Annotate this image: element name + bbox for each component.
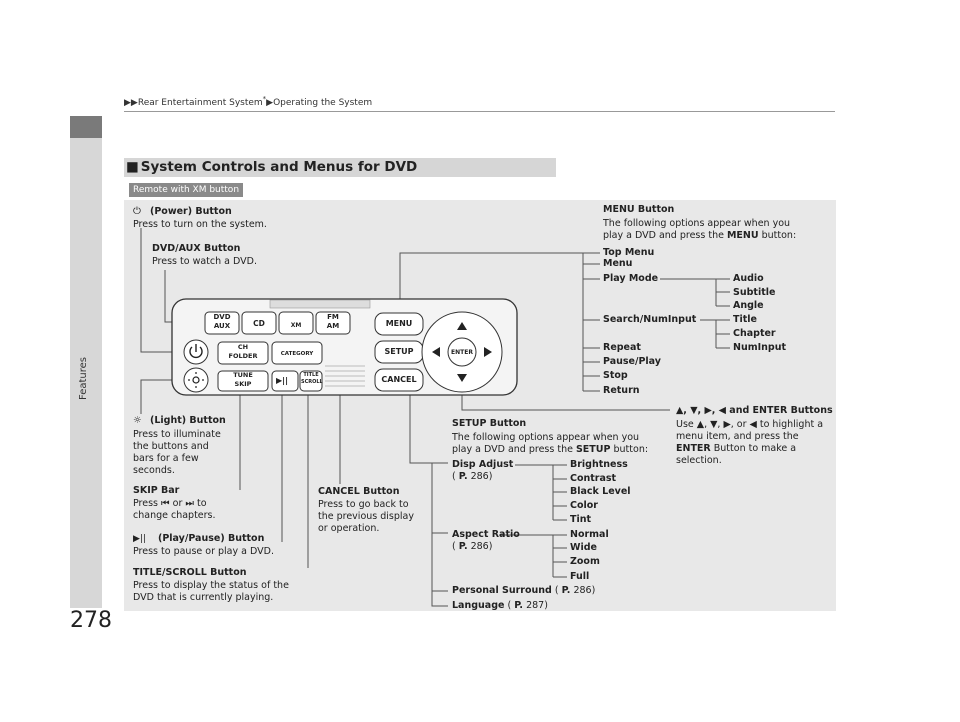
light-desc-line: bars for a few	[133, 453, 199, 464]
dvd-callout-desc: Press to watch a DVD.	[152, 256, 257, 267]
aspect-item: Normal	[570, 529, 609, 540]
menu-callout-title: MENU Button	[603, 204, 675, 215]
setup-item: Disp Adjust	[452, 459, 514, 470]
arrow-callout-title: ▲, ▼, ▶, ◀ and ENTER Buttons	[676, 405, 833, 416]
play-mode-item: Angle	[733, 300, 764, 311]
title-callout-desc: Press to display the status of the	[133, 580, 289, 591]
play-callout-desc: Press to pause or play a DVD.	[133, 546, 274, 557]
cd-button[interactable]: CD	[253, 319, 265, 328]
xm-button[interactable]: XM	[290, 322, 302, 329]
cancel-callout-desc: the previous display	[318, 511, 414, 522]
arrow-callout-desc: selection.	[676, 455, 722, 466]
search-item: NumInput	[733, 342, 787, 353]
light-callout-title: (Light) Button	[150, 415, 226, 426]
setup-item[interactable]: Language ( P. 287)	[452, 600, 548, 611]
setup-callout-title: SETUP Button	[452, 418, 527, 429]
setup-item[interactable]: Personal Surround ( P. 286)	[452, 585, 596, 596]
disp-item: Black Level	[570, 486, 631, 497]
skip-callout-desc2: change chapters.	[133, 510, 216, 521]
disp-item: Tint	[570, 514, 592, 525]
light-desc-line: the buttons and	[133, 441, 209, 452]
cancel-callout-desc: or operation.	[318, 523, 380, 534]
play-mode-item: Subtitle	[733, 287, 776, 298]
menu-button[interactable]: MENU	[385, 319, 413, 328]
play-pause-button[interactable]: ▶||	[276, 376, 288, 385]
power-icon: ⏻	[133, 206, 141, 217]
cancel-callout-title: CANCEL Button	[318, 486, 400, 497]
category-bar[interactable]: CATEGORY	[280, 351, 314, 357]
breadcrumb-item[interactable]: Operating the System	[273, 98, 373, 108]
menu-item: Return	[603, 385, 640, 396]
breadcrumb-asterisk: *	[262, 95, 267, 103]
remote-tag: Remote with XM button	[129, 183, 244, 197]
play-callout-title: (Play/Pause) Button	[158, 533, 265, 544]
breadcrumb-arrow-icon: ▶	[266, 98, 274, 108]
disp-item: Color	[570, 500, 598, 511]
menu-item: Play Mode	[603, 273, 659, 284]
skip-back-icon: ⏮	[161, 498, 170, 509]
aspect-item: Full	[570, 571, 590, 582]
search-item: Chapter	[733, 328, 776, 339]
header-rule	[124, 111, 835, 112]
menu-callout-desc: The following options appear when you	[603, 218, 791, 229]
section-tab	[70, 116, 102, 138]
arrow-callout-desc: menu item, and press the	[676, 431, 799, 442]
title-callout-desc: DVD that is currently playing.	[133, 592, 274, 603]
breadcrumb-item[interactable]: Rear Entertainment System	[137, 98, 263, 108]
setup-callout-desc: The following options appear when you	[452, 432, 640, 443]
skip-forward-icon: ⏭	[185, 498, 194, 509]
section-square-icon: ■	[126, 159, 139, 175]
cancel-button[interactable]: CANCEL	[381, 375, 417, 384]
search-item: Title	[733, 314, 757, 325]
disp-item: Contrast	[570, 473, 617, 484]
skip-callout-desc: Press ⏮ or ⏭ to	[133, 498, 207, 509]
breadcrumb: ▶▶Rear Entertainment System*▶Operating t…	[124, 95, 372, 108]
arrow-callout-desc: Use ▲, ▼, ▶, or ◀ to highlight a	[676, 419, 824, 430]
setup-item: Aspect Ratio	[452, 529, 520, 540]
enter-button[interactable]: ENTER	[451, 349, 473, 356]
setup-button[interactable]: SETUP	[384, 347, 414, 356]
menu-item: Search/NumInput	[603, 314, 697, 325]
diagram-panel	[124, 200, 836, 611]
setup-callout-desc: play a DVD and press the SETUP button:	[452, 444, 649, 455]
section-heading: ■System Controls and Menus for DVD	[124, 158, 556, 177]
play-pause-icon: ▶||	[133, 534, 146, 544]
section-sidebar	[70, 138, 102, 608]
light-icon: ☼	[133, 415, 142, 426]
menu-item: Stop	[603, 370, 628, 381]
dvd-callout-title: DVD/AUX Button	[152, 243, 241, 254]
breadcrumb-arrow-icon: ▶▶	[124, 98, 138, 108]
light-desc-line: seconds.	[133, 465, 175, 476]
title-callout-title: TITLE/SCROLL Button	[133, 567, 247, 578]
aspect-item: Zoom	[570, 556, 600, 567]
aspect-item: Wide	[570, 542, 597, 553]
cancel-callout-desc: Press to go back to	[318, 499, 409, 510]
page-number: 278	[70, 608, 112, 633]
power-callout-desc: Press to turn on the system.	[133, 219, 267, 230]
disp-item: Brightness	[570, 459, 628, 470]
play-mode-item: Audio	[733, 273, 764, 284]
skip-callout-title: SKIP Bar	[133, 485, 180, 496]
power-callout-title: (Power) Button	[150, 206, 232, 217]
menu-item: Pause/Play	[603, 356, 661, 367]
menu-item: Menu	[603, 258, 633, 269]
menu-item: Top Menu	[603, 247, 655, 258]
menu-item: Repeat	[603, 342, 641, 353]
page-ref-link[interactable]: ( P. 286)	[452, 541, 493, 552]
arrow-callout-desc: ENTER Button to make a	[676, 443, 797, 454]
page-ref-link[interactable]: ( P. 286)	[452, 471, 493, 482]
light-desc-line: Press to illuminate	[133, 429, 221, 440]
menu-callout-desc: play a DVD and press the MENU button:	[603, 230, 797, 241]
